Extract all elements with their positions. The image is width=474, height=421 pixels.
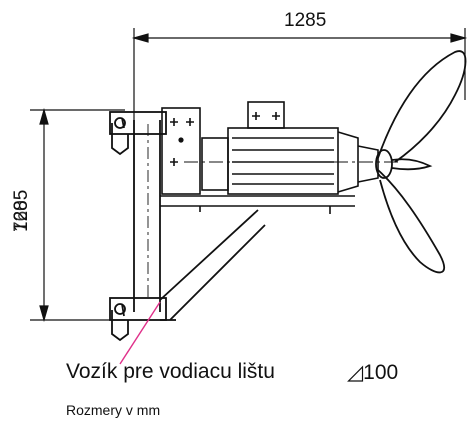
bracket-beam bbox=[160, 195, 355, 214]
propeller bbox=[375, 50, 467, 274]
motor-body bbox=[184, 101, 400, 195]
mounting-plate bbox=[161, 107, 201, 195]
units-note: Rozmery v mm bbox=[66, 402, 161, 418]
trolley-callout-label: Vozík pre vodiacu lištu bbox=[66, 360, 275, 383]
square-section-label: ◿100 bbox=[347, 360, 398, 385]
top-dimension bbox=[131, 28, 468, 190]
support-strut bbox=[159, 209, 266, 321]
square-section-icon: ◿ bbox=[347, 361, 364, 384]
overall-length-label: 1285 bbox=[284, 10, 327, 31]
callout-leader bbox=[119, 301, 161, 365]
guide-frame bbox=[109, 111, 167, 342]
left-dimension bbox=[30, 107, 125, 323]
height-label-b: 760 bbox=[11, 200, 32, 232]
square-section-size: 100 bbox=[363, 361, 399, 384]
